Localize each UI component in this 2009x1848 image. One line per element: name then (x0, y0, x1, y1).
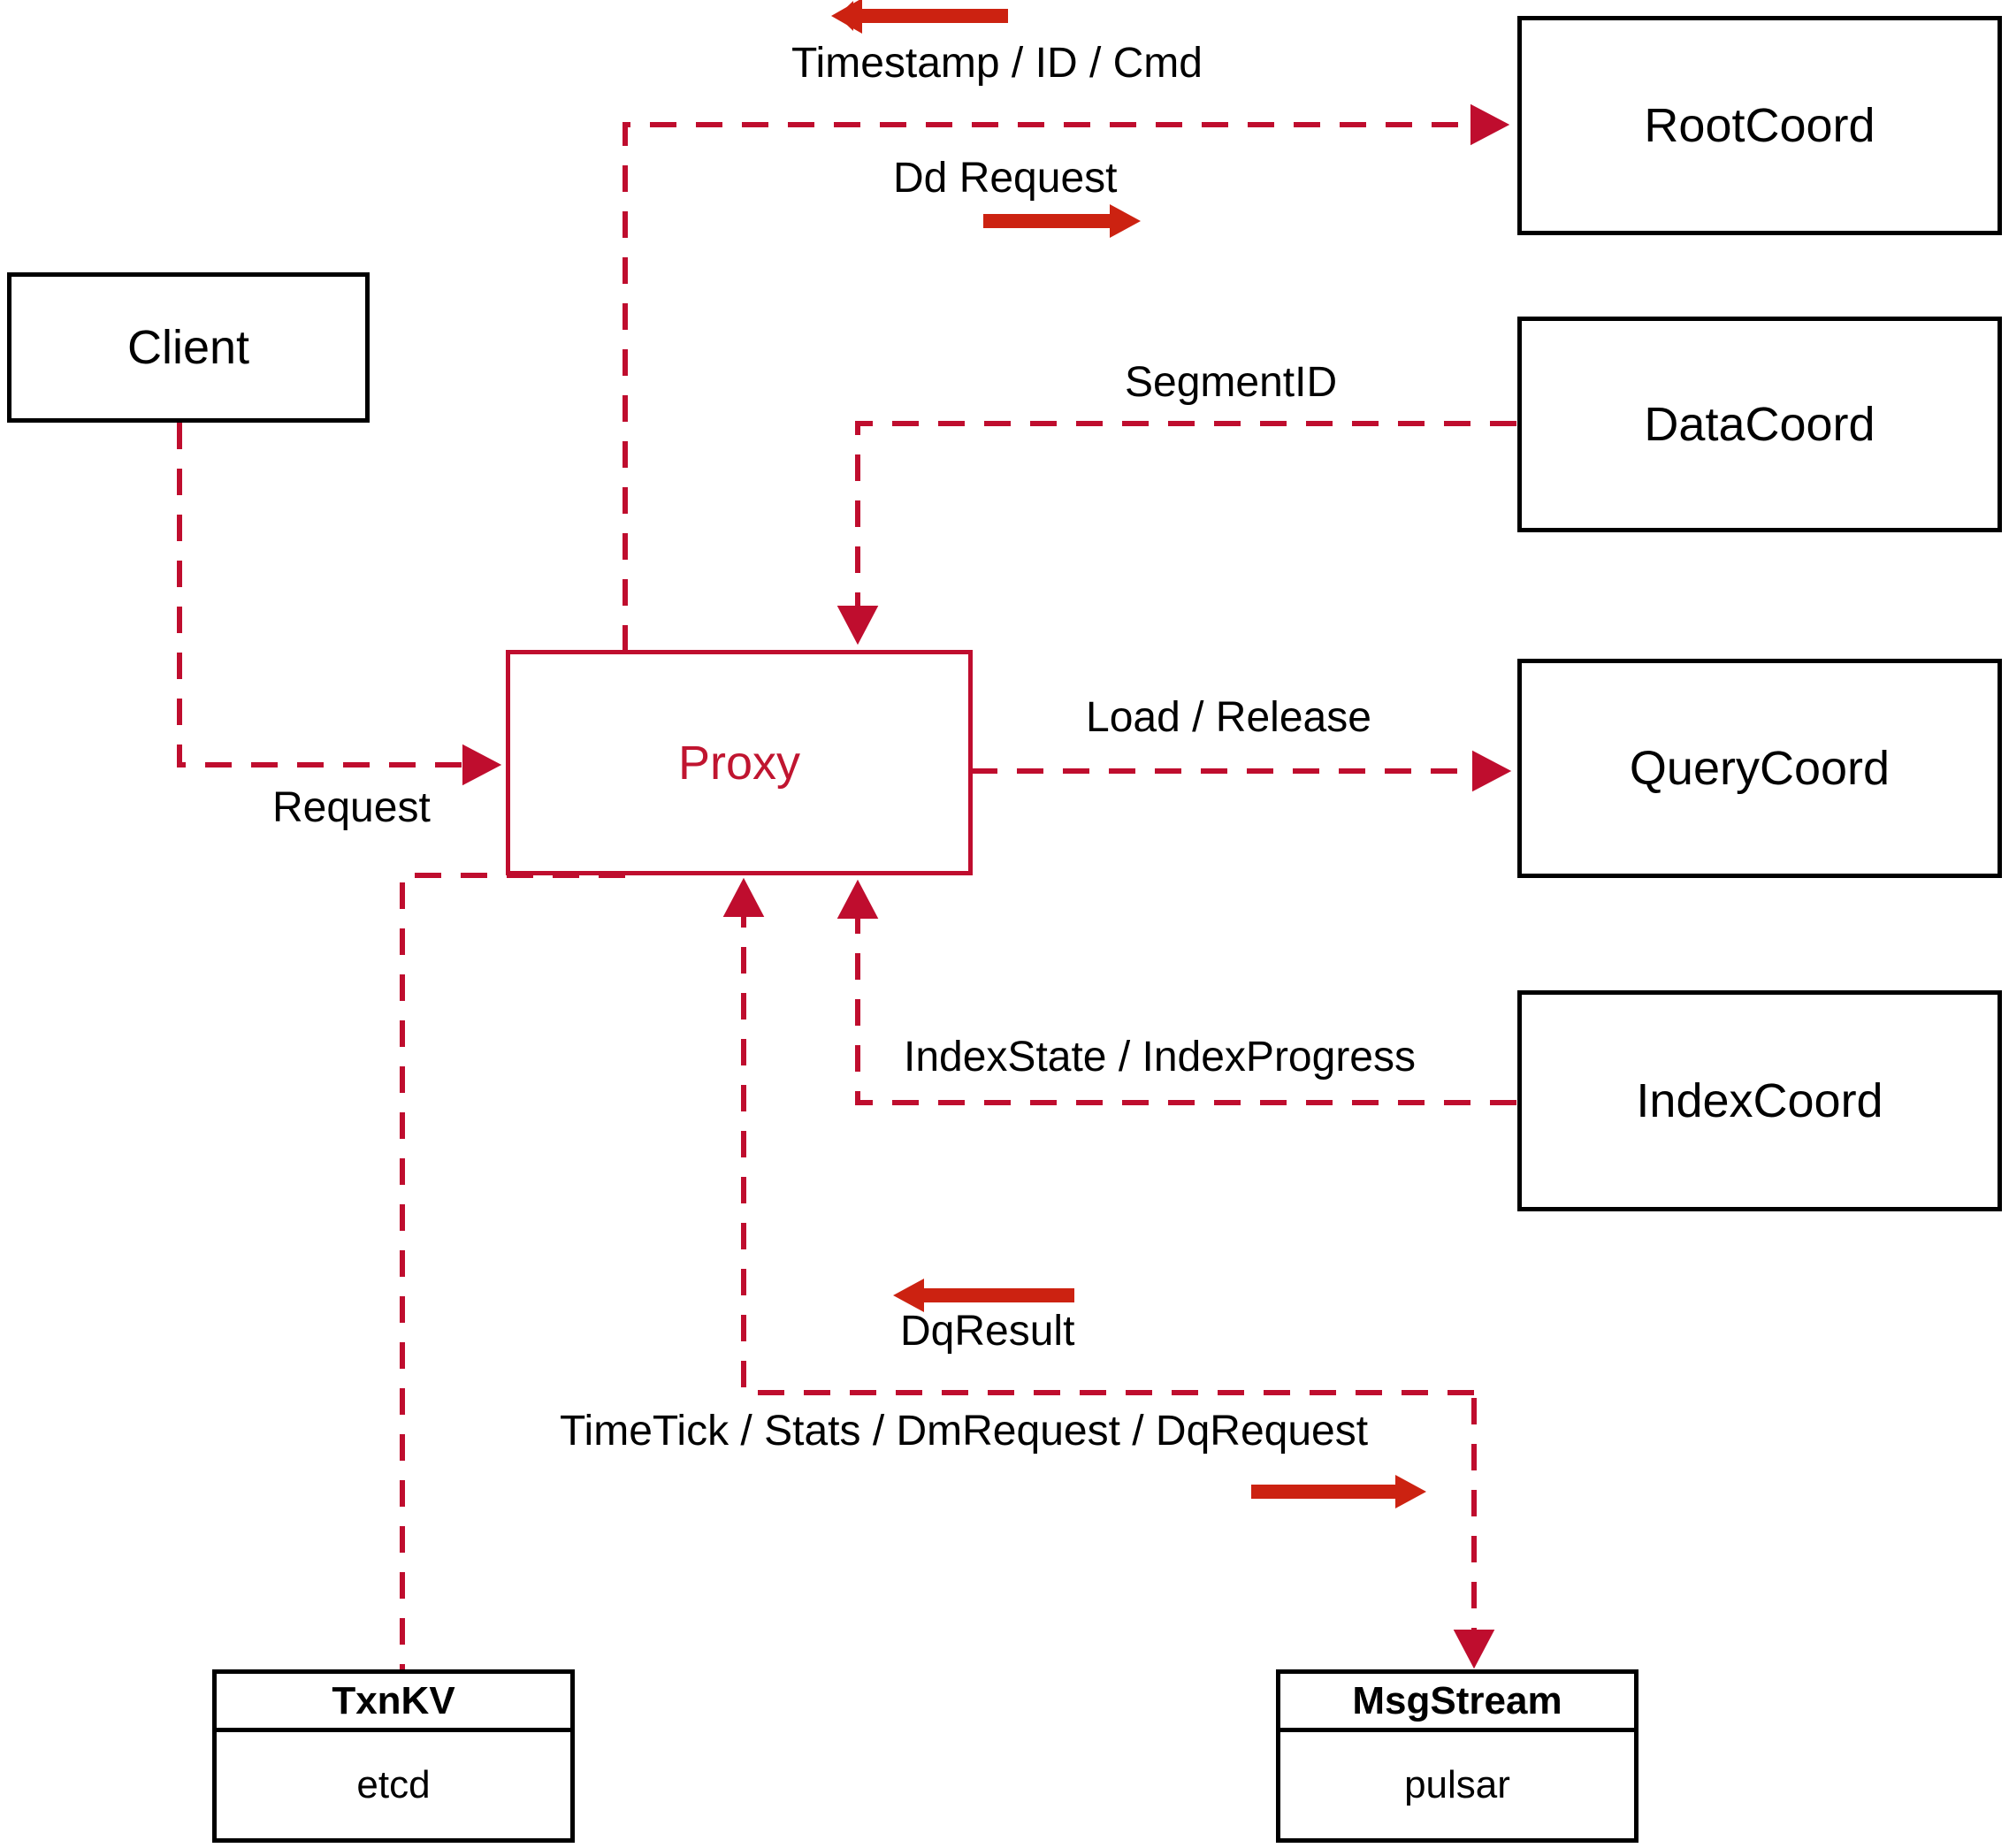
node-txnkv-impl: etcd (356, 1763, 431, 1806)
node-rootcoord-label: RootCoord (1644, 99, 1875, 152)
node-querycoord-label: QueryCoord (1629, 742, 1891, 795)
edge-label-dd-request: Dd Request (893, 155, 1118, 202)
edge-label-timestamp-id-cmd: Timestamp / ID / Cmd (791, 40, 1203, 87)
node-txnkv[interactable]: TxnKV etcd (212, 1669, 575, 1843)
node-querycoord[interactable]: QueryCoord (1517, 659, 2002, 878)
node-txnkv-title: TxnKV (217, 1674, 570, 1732)
direction-arrows (831, 0, 1426, 1508)
node-proxy[interactable]: Proxy (506, 650, 973, 875)
edge-label-request: Request (272, 784, 431, 831)
node-datacoord-label: DataCoord (1644, 398, 1875, 451)
node-msgstream-title: MsgStream (1280, 1674, 1634, 1732)
node-datacoord[interactable]: DataCoord (1517, 317, 2002, 532)
arrow-left-timestamp (831, 0, 1008, 34)
edge-proxy-rootcoord (623, 103, 1510, 652)
arrow-right-timetick (1251, 1475, 1426, 1508)
node-client-label: Client (126, 321, 250, 374)
edge-indexcoord-proxy (836, 879, 1516, 1105)
edge-proxy-txnkv (400, 873, 625, 1676)
edge-msgstream-proxy (722, 877, 1474, 1395)
edge-label-segmentid: SegmentID (1125, 359, 1338, 406)
arrow-left-dqresult (893, 1279, 1074, 1312)
edge-label-load-release: Load / Release (1086, 694, 1371, 741)
arrow-right-ddrequest (983, 204, 1141, 238)
edge-label-indexstate-indexprogress: IndexState / IndexProgress (904, 1034, 1416, 1081)
node-rootcoord[interactable]: RootCoord (1517, 16, 2002, 235)
edge-client-proxy (177, 423, 502, 786)
node-proxy-label: Proxy (677, 736, 801, 790)
edge-datacoord-proxy (836, 421, 1516, 645)
edge-label-timetick-stats: TimeTick / Stats / DmRequest / DqRequest (560, 1408, 1369, 1455)
node-msgstream-impl: pulsar (1404, 1763, 1510, 1806)
edge-label-dqresult: DqResult (900, 1308, 1075, 1355)
node-msgstream[interactable]: MsgStream pulsar (1276, 1669, 1639, 1843)
node-client[interactable]: Client (7, 272, 370, 423)
node-indexcoord[interactable]: IndexCoord (1517, 990, 2002, 1211)
node-indexcoord-label: IndexCoord (1636, 1074, 1883, 1127)
